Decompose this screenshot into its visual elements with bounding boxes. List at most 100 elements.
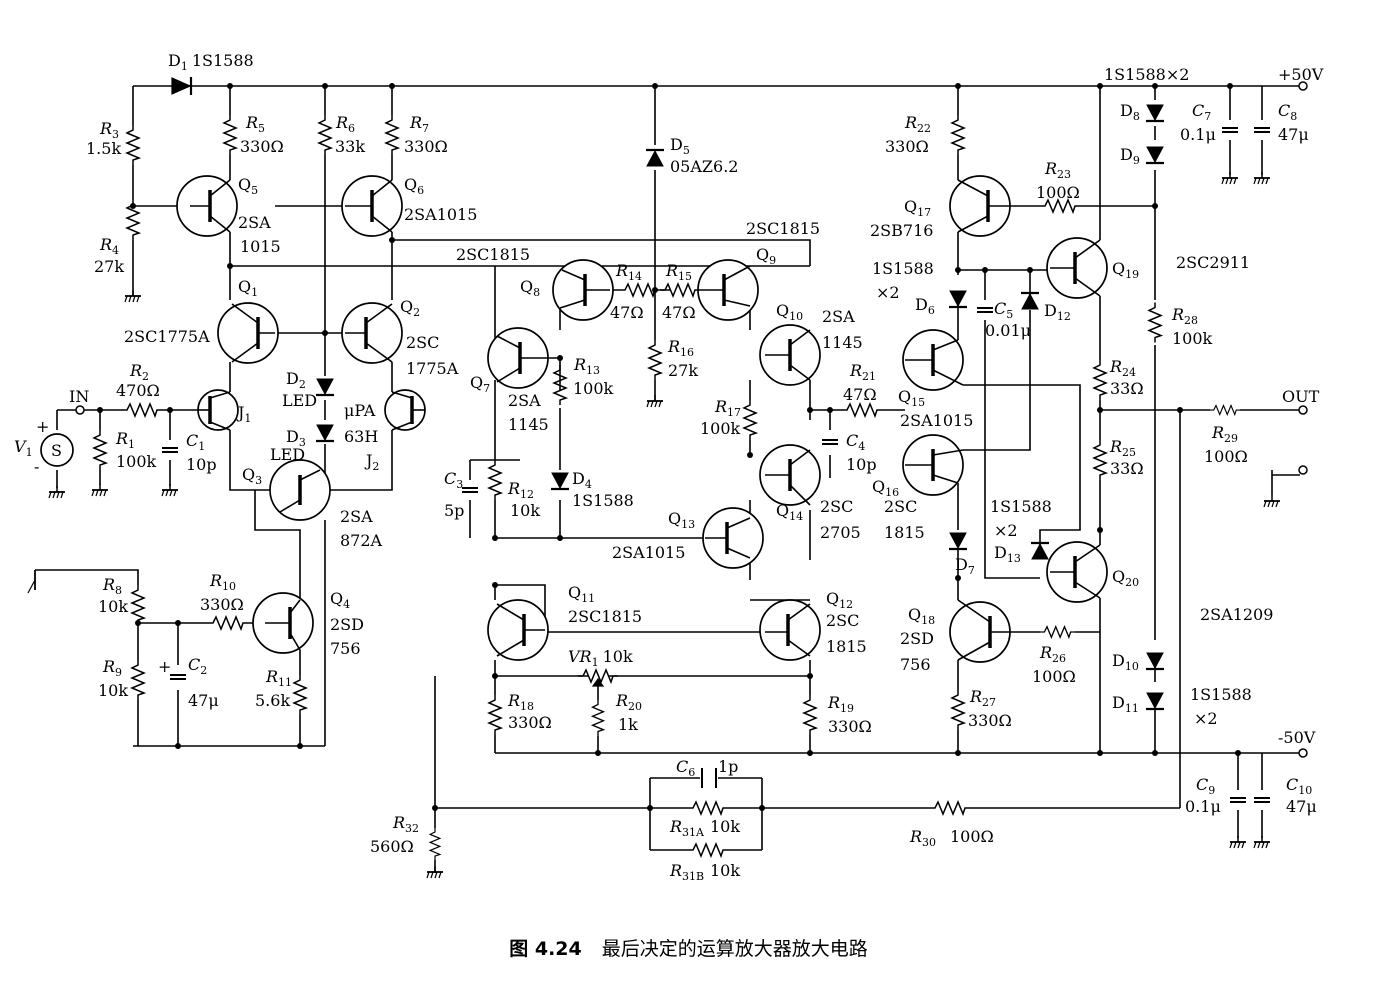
r7-label: R7	[409, 113, 429, 135]
r27-value: 330Ω	[968, 711, 1012, 730]
r22-symbol	[951, 114, 965, 156]
r32-symbol	[429, 827, 441, 861]
q19-label: Q19	[1112, 259, 1139, 281]
r31a-value: 10k	[710, 817, 740, 836]
figure-title: 最后决定的运算放大器放大电路	[601, 938, 868, 960]
r20-value: 1k	[618, 715, 638, 734]
r25-value: 33Ω	[1110, 459, 1144, 478]
q20-symbol	[1046, 541, 1108, 603]
d10-symbol	[1144, 651, 1166, 671]
ground-icon	[1253, 835, 1271, 849]
r31a-label: R31A	[669, 817, 705, 839]
q1-part: 2SC1775A	[124, 327, 210, 346]
r26-label: R26	[1039, 643, 1066, 665]
c1-label: C1	[186, 431, 205, 453]
j2-part-b: 63H	[344, 427, 378, 446]
r7-symbol	[385, 114, 399, 156]
r6-label: R6	[335, 113, 355, 135]
q17-part: 2SB716	[870, 221, 933, 240]
r23-label: R23	[1044, 159, 1071, 181]
r9-symbol	[131, 659, 145, 701]
q2-symbol	[341, 302, 403, 364]
r5-label: R5	[245, 113, 265, 135]
q17-label: Q17	[904, 197, 931, 219]
r31b-value: 10k	[710, 861, 740, 880]
q6-part: 2SA1015	[404, 205, 477, 224]
r1-label: R1	[115, 429, 135, 451]
q3-symbol	[269, 459, 331, 521]
d13-symbol	[1029, 541, 1051, 561]
r29-value: 100Ω	[1204, 447, 1248, 466]
r9-value: 10k	[98, 681, 128, 700]
d5-part: 05AZ6.2	[670, 157, 738, 176]
output-ground-terminal	[1298, 465, 1308, 475]
d4-part: 1S1588	[572, 491, 634, 510]
q10-part-b: 1145	[822, 333, 863, 352]
q17-symbol	[949, 175, 1011, 237]
q14-label: Q14	[776, 501, 803, 523]
r8-value: 10k	[98, 597, 128, 616]
negative-rail-wire	[133, 745, 1300, 754]
ground-icon	[91, 483, 109, 497]
d5-symbol	[644, 148, 666, 168]
d13-label: D13	[994, 543, 1021, 565]
j1-symbol	[197, 389, 239, 431]
transistor-symbols	[40, 175, 1108, 663]
q16-symbol	[902, 434, 964, 496]
r3-symbol	[126, 124, 140, 166]
r7-value: 330Ω	[404, 137, 448, 156]
r30-symbol	[929, 801, 971, 815]
d10-label: D10	[1112, 651, 1139, 673]
r14-label: R14	[615, 261, 642, 283]
d8-d9-part: 1S1588×2	[1104, 65, 1189, 84]
c4-symbol	[821, 439, 839, 445]
ground-icon	[1221, 171, 1239, 185]
r12-value: 10k	[510, 501, 540, 520]
d8-label: D8	[1120, 101, 1140, 123]
c3-label: C3	[444, 469, 463, 491]
d11-label: D11	[1112, 693, 1139, 715]
q3-part-a: 2SA	[340, 507, 373, 526]
r17-value: 100k	[700, 419, 741, 438]
q13-part: 2SA1015	[612, 543, 685, 562]
d4-label: D4	[572, 469, 592, 491]
r6-value: 33k	[335, 137, 365, 156]
q5-label: Q5	[238, 175, 258, 197]
q3-part-b: 872A	[340, 531, 383, 550]
negative-terminal	[1298, 748, 1308, 758]
r19-symbol	[803, 694, 817, 736]
j2-label: J2	[364, 451, 379, 473]
c4-value: 10p	[846, 455, 877, 474]
r27-symbol	[951, 689, 965, 731]
r8-label: R8	[102, 575, 122, 597]
ground-icon	[161, 483, 179, 497]
q7-part-a: 2SA	[508, 391, 541, 410]
c4-label: C4	[846, 431, 865, 453]
q16-part-b: 1815	[884, 523, 925, 542]
q7-symbol	[487, 327, 549, 389]
q18-part-b: 756	[900, 655, 931, 674]
r21-symbol	[841, 403, 883, 417]
q11-symbol	[487, 599, 549, 661]
q19-part: 2SC2911	[1176, 253, 1250, 272]
r26-symbol	[1039, 626, 1076, 638]
d7-d13-part: 1S1588	[990, 497, 1052, 516]
v1-minus: -	[34, 457, 39, 476]
q9-part: 2SC1815	[746, 219, 820, 238]
q9-label: Q9	[756, 245, 776, 267]
d7-label: D7	[955, 555, 975, 577]
r26-value: 100Ω	[1032, 667, 1076, 686]
vr1-wiper	[591, 677, 605, 687]
q8-part: 2SC1815	[456, 245, 530, 264]
c2-plus: +	[158, 657, 171, 676]
resistor-symbols	[93, 114, 1241, 861]
d9-symbol	[1144, 145, 1166, 165]
q20-label: Q20	[1112, 567, 1139, 589]
q2-part-b: 1775A	[406, 359, 459, 378]
c2-value: 47μ	[188, 691, 219, 710]
d2-symbol	[314, 377, 336, 397]
r3-label: R3	[99, 119, 119, 141]
